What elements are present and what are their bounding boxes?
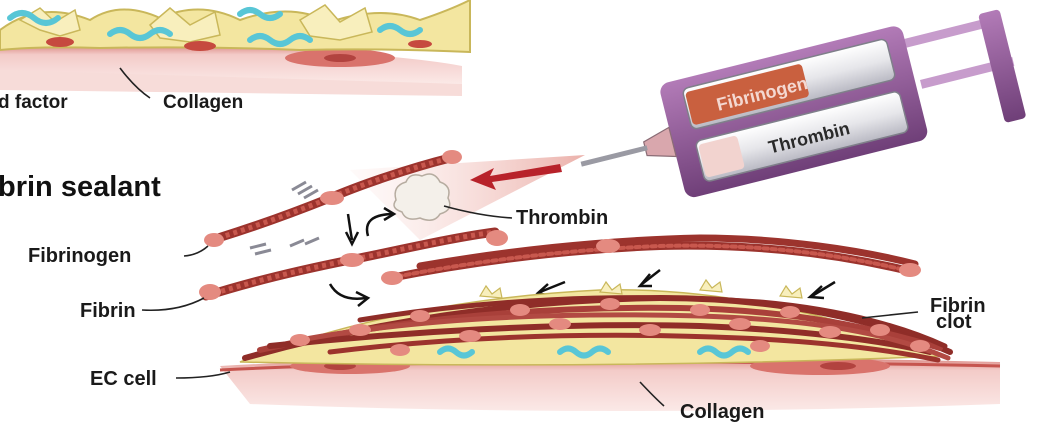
fibrinogen-label: Fibrinogen <box>28 245 131 267</box>
fibrinogen-leader <box>184 246 208 256</box>
fibrin-clot-mesh <box>240 280 950 365</box>
fibrin-leader <box>142 298 204 310</box>
dual-syringe: Fibrinogen Thrombin <box>567 9 1026 222</box>
fibrin-label: Fibrin <box>80 300 136 322</box>
top-collagen-label: Collagen <box>163 92 243 113</box>
bottom-collagen-label: Collagen <box>680 401 764 423</box>
factor-label: d factor <box>0 92 68 113</box>
fibrin-sealant-title: brin sealant <box>0 171 161 203</box>
fibrin-clot-leader <box>862 312 918 318</box>
thrombin-label: Thrombin <box>516 207 608 229</box>
top-inset-tissue <box>0 45 462 96</box>
ec-cell-label: EC cell <box>90 368 157 390</box>
ec-cell-leader <box>176 372 230 378</box>
fibrin-clot-label-line2: clot <box>936 311 972 333</box>
